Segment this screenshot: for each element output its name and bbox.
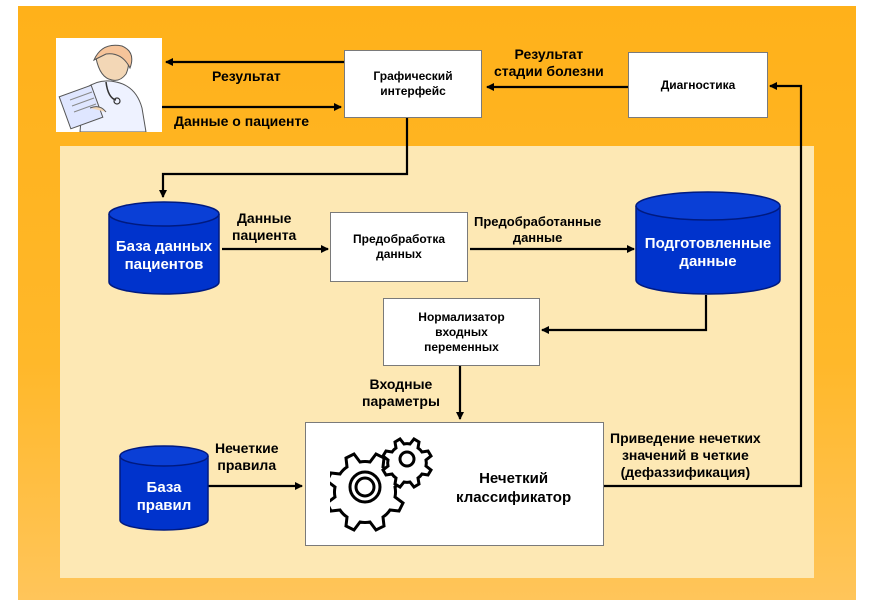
rules-db: База правил xyxy=(118,444,210,532)
normalizer-label: Нормализатор входных переменных xyxy=(418,309,505,354)
patient-db-label: База данных пациентов xyxy=(115,238,213,273)
preprocessing-box: Предобработка данных xyxy=(330,212,468,282)
edge-label-result: Результат xyxy=(212,68,281,84)
edge-label-patient-data: Данные о пациенте xyxy=(174,113,310,129)
prepared-data-label: Подготовленные данные xyxy=(644,235,772,270)
gui-box: Графический интерфейс xyxy=(344,50,482,118)
gui-label: Графический интерфейс xyxy=(373,69,453,98)
classifier-label: Нечеткий классификатор xyxy=(456,470,572,506)
normalizer-box: Нормализатор входных переменных xyxy=(383,298,540,366)
edge-label-defuzz: Приведение нечетких значений в четкие (д… xyxy=(610,430,761,480)
gears-icon xyxy=(325,434,440,534)
doctor-icon xyxy=(56,38,162,133)
preprocessing-label: Предобработка данных xyxy=(353,232,445,261)
patient-db: База данных пациентов xyxy=(107,200,221,296)
prepared-data-db: Подготовленные данные xyxy=(634,190,782,296)
edge-label-input-params: Входные параметры xyxy=(362,376,440,409)
edge-label-stage-result: Результат стадии болезни xyxy=(494,46,604,79)
rules-db-label: База правил xyxy=(136,479,192,514)
diagnostics-label: Диагностика xyxy=(660,77,736,92)
edge-label-fuzzy-rules: Нечеткие правила xyxy=(215,440,279,473)
diagnostics-box: Диагностика xyxy=(628,52,768,118)
edge-label-preprocessed: Предобработанные данные xyxy=(474,214,602,245)
edge-label-patient-data2: Данные пациента xyxy=(232,210,297,243)
